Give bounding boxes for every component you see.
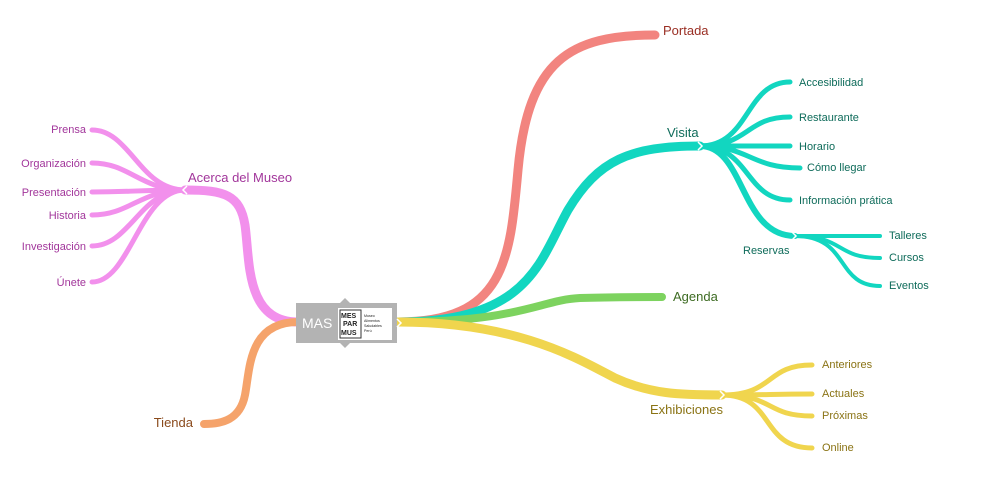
logo: MES PAR MUS Museo Alimentos Saludables P… (338, 308, 392, 340)
label-historia[interactable]: Historia (49, 210, 87, 222)
label-prensa[interactable]: Prensa (51, 124, 87, 136)
label-actuales[interactable]: Actuales (822, 388, 865, 400)
edge-root-agenda (394, 293, 666, 326)
logo-caption-1: Museo (364, 314, 375, 318)
edge-exhibiciones-online (719, 392, 815, 451)
label-organizacion[interactable]: Organización (21, 158, 86, 170)
label-online[interactable]: Online (822, 442, 854, 454)
edge-root-tienda (200, 318, 302, 428)
label-tienda[interactable]: Tienda (154, 415, 194, 430)
branch-exhibiciones: Exhibiciones Anteriores Actuales Próxima… (393, 317, 873, 454)
label-cursos[interactable]: Cursos (889, 252, 924, 264)
label-comollegar[interactable]: Cómo llegar (807, 162, 867, 174)
edge-reservas-eventos (793, 234, 882, 288)
root-node[interactable]: MAS MES PAR MUS Museo Alimentos Saludabl… (296, 298, 403, 348)
label-investigacion[interactable]: Investigación (22, 241, 86, 253)
branch-agenda: Agenda (394, 289, 719, 326)
logo-caption-3: Saludables (364, 324, 382, 328)
chevron-right-icon (791, 231, 798, 241)
chevron-right-icon (719, 390, 726, 400)
branch-tienda: Tienda (154, 318, 302, 430)
edge-exhibiciones-anteriores (719, 362, 815, 398)
edge-root-exhibiciones (393, 317, 727, 400)
edge-acerca-investigacion (89, 187, 188, 249)
logo-line-2: PAR (343, 321, 357, 328)
logo-line-1: MES (341, 313, 357, 320)
label-accesibilidad[interactable]: Accesibilidad (799, 77, 863, 89)
logo-line-3: MUS (341, 330, 357, 337)
edge-visita-accesibilidad (697, 79, 793, 149)
label-visita[interactable]: Visita (667, 125, 699, 140)
label-reservas[interactable]: Reservas (743, 245, 790, 257)
branch-portada: Portada (393, 23, 709, 327)
label-horario[interactable]: Horario (799, 141, 835, 153)
root-label: MAS (302, 315, 332, 331)
label-portada[interactable]: Portada (663, 23, 709, 38)
label-presentacion[interactable]: Presentación (22, 187, 86, 199)
label-informacion[interactable]: Información prática (799, 195, 893, 207)
edge-root-acerca (180, 185, 303, 327)
chevron-right-icon (396, 318, 403, 328)
branch-visita: Visita Accesibilidad Restaurante Horario… (393, 77, 929, 327)
junction-markers (181, 141, 798, 400)
edge-acerca-prensa (89, 127, 188, 193)
label-exhibiciones[interactable]: Exhibiciones (650, 402, 723, 417)
edge-root-portada (393, 30, 660, 327)
label-acerca[interactable]: Acerca del Museo (188, 170, 292, 185)
logo-caption-2: Alimentos (364, 319, 380, 323)
label-anteriores[interactable]: Anteriores (822, 359, 873, 371)
label-eventos[interactable]: Eventos (889, 280, 929, 292)
edge-acerca-unete (89, 187, 188, 285)
branch-acerca: Acerca del Museo Prensa Organización Pre… (21, 124, 303, 327)
logo-frame (339, 309, 362, 339)
label-agenda[interactable]: Agenda (673, 289, 719, 304)
edge-root-visita (393, 141, 705, 327)
logo-caption-4: Perú (364, 329, 372, 333)
logo-background (338, 308, 392, 340)
label-talleres[interactable]: Talleres (889, 230, 927, 242)
label-restaurante[interactable]: Restaurante (799, 112, 859, 124)
chevron-left-icon (181, 185, 188, 195)
chevron-right-icon (697, 141, 704, 151)
label-proximas[interactable]: Próximas (822, 410, 868, 422)
root-top-notch (340, 298, 350, 303)
edge-visita-reservas (697, 143, 798, 239)
label-unete[interactable]: Únete (57, 276, 86, 289)
root-bottom-notch (340, 343, 350, 348)
